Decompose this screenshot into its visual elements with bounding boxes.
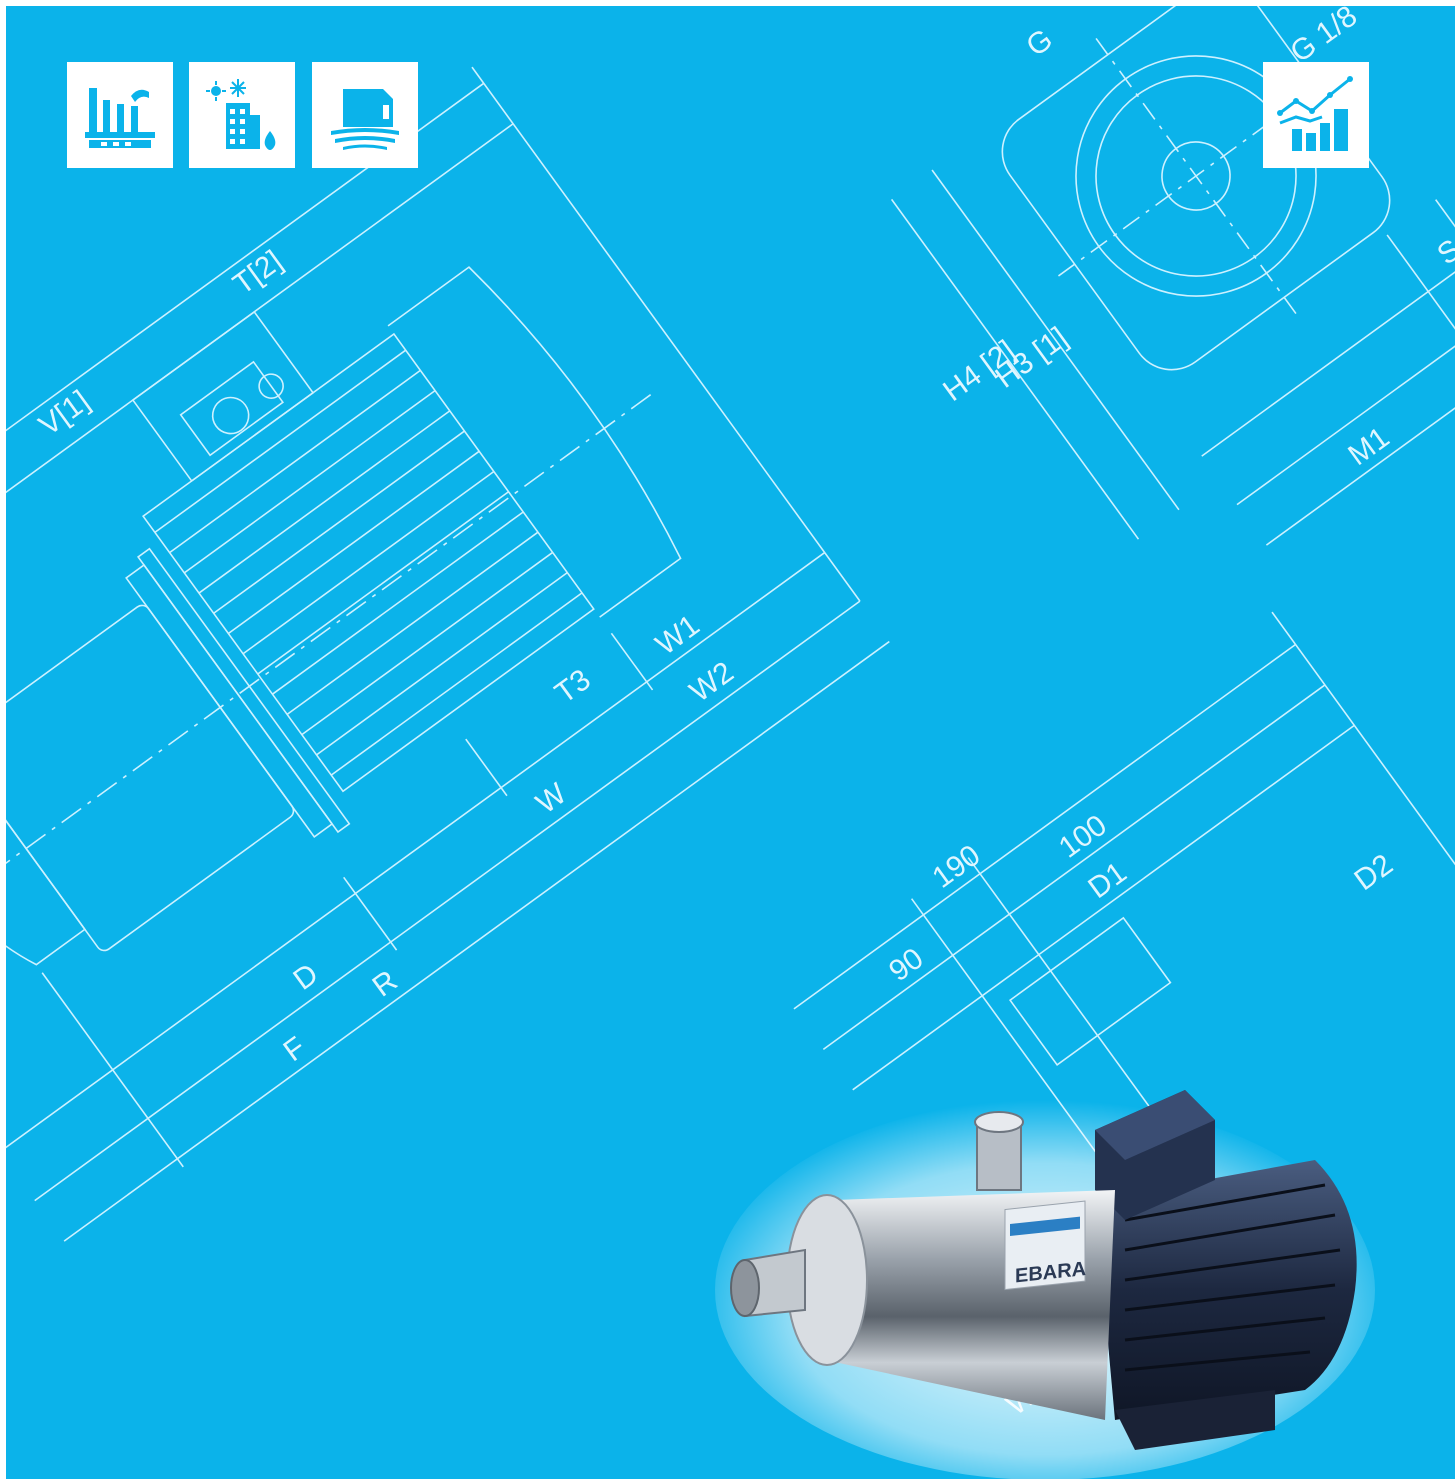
left-border xyxy=(0,0,6,1479)
motor-fins-detail xyxy=(1124,1183,1341,1372)
performance-tile xyxy=(1263,62,1369,168)
performance-chart-icon xyxy=(1277,76,1353,151)
house-water-icon xyxy=(331,89,399,150)
pump-product-image: EBARA xyxy=(715,1090,1375,1479)
house-water-tile xyxy=(312,62,418,168)
top-border xyxy=(0,0,1455,6)
building-hvac-heating-icon xyxy=(206,79,276,150)
building-tile xyxy=(189,62,295,168)
industry-tile xyxy=(67,62,173,168)
pump-base xyxy=(1115,1390,1275,1450)
motor-fins xyxy=(154,349,583,776)
industry-icon xyxy=(85,88,155,148)
